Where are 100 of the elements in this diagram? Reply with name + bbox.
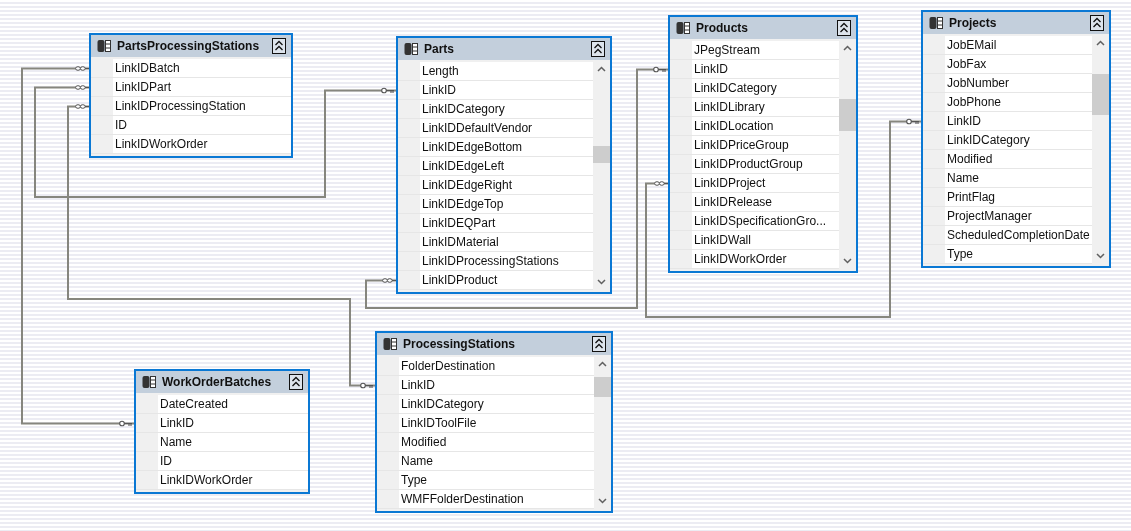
column-name: JobPhone xyxy=(947,95,1002,109)
column-name: LinkIDCategory xyxy=(401,397,484,411)
column-name: ProjectManager xyxy=(947,209,1032,223)
column-name: ID xyxy=(115,118,127,132)
column-row xyxy=(670,250,839,269)
column-name: LinkIDWall xyxy=(694,233,751,247)
column-name: FolderDestination xyxy=(401,359,496,373)
column-name: Length xyxy=(422,64,459,78)
column-row xyxy=(398,119,593,138)
column-name: LinkIDSpecificationGro... xyxy=(694,214,827,228)
column-row xyxy=(377,376,594,395)
column-row xyxy=(923,93,1092,112)
column-name: LinkIDProject xyxy=(694,176,766,190)
column-row xyxy=(670,79,839,98)
column-name: DateCreated xyxy=(160,397,229,411)
column-name: LinkIDCategory xyxy=(694,81,777,95)
column-row xyxy=(670,174,839,193)
table-title: WorkOrderBatches xyxy=(162,375,272,389)
column-row xyxy=(923,188,1092,207)
column-name: LinkIDRelease xyxy=(694,195,773,209)
column-row xyxy=(377,471,594,490)
column-name: LinkIDWorkOrder xyxy=(160,473,253,487)
relationship-line xyxy=(21,66,135,427)
column-row xyxy=(398,138,593,157)
table-title: Projects xyxy=(949,16,997,30)
column-name: LinkIDEQPart xyxy=(422,216,496,230)
column-name: LinkIDMaterial xyxy=(422,235,499,249)
column-name: JPegStream xyxy=(694,43,761,57)
column-row xyxy=(377,490,594,509)
column-row xyxy=(377,433,594,452)
table-box xyxy=(396,36,612,294)
column-row xyxy=(670,136,839,155)
column-row xyxy=(398,271,593,290)
column-name: LinkIDPart xyxy=(115,80,172,94)
column-row xyxy=(670,231,839,250)
column-name: LinkID xyxy=(160,416,194,430)
column-name: JobFax xyxy=(947,57,987,71)
column-name: LinkIDEdgeBottom xyxy=(422,140,523,154)
column-name: Name xyxy=(160,435,192,449)
column-row xyxy=(377,414,594,433)
table-title: Products xyxy=(696,21,748,35)
column-name: LinkIDWorkOrder xyxy=(115,137,208,151)
column-name: LinkIDCategory xyxy=(947,133,1030,147)
column-row xyxy=(398,214,593,233)
column-row xyxy=(670,41,839,60)
column-row xyxy=(398,62,593,81)
column-name: Type xyxy=(401,473,427,487)
column-name: LinkIDEdgeTop xyxy=(422,197,504,211)
column-row xyxy=(136,395,308,414)
column-row xyxy=(923,74,1092,93)
table-box xyxy=(89,33,293,158)
column-name: ScheduledCompletionDate xyxy=(947,228,1090,242)
column-name: ID xyxy=(160,454,172,468)
column-row xyxy=(91,116,291,135)
column-row xyxy=(923,112,1092,131)
column-name: LinkID xyxy=(422,83,456,97)
column-row xyxy=(923,55,1092,74)
column-name: LinkIDLibrary xyxy=(694,100,765,114)
column-row xyxy=(923,169,1092,188)
column-name: LinkIDEdgeLeft xyxy=(422,159,505,173)
column-row xyxy=(377,395,594,414)
table-box xyxy=(668,15,858,273)
column-row xyxy=(91,78,291,97)
column-name: LinkIDWorkOrder xyxy=(694,252,787,266)
table-box xyxy=(375,331,613,513)
column-row xyxy=(91,97,291,116)
column-row xyxy=(923,36,1092,55)
table-box xyxy=(921,10,1111,268)
column-row xyxy=(670,155,839,174)
column-name: JobEMail xyxy=(947,38,997,52)
column-row xyxy=(377,357,594,376)
column-row xyxy=(136,452,308,471)
relationship-line xyxy=(67,104,376,389)
column-row xyxy=(398,233,593,252)
column-name: LinkIDProduct xyxy=(422,273,498,287)
column-row xyxy=(91,59,291,78)
column-row xyxy=(670,193,839,212)
relationship-line xyxy=(365,66,669,309)
column-name: LinkIDProcessingStations xyxy=(422,254,559,268)
relationship-line xyxy=(34,85,397,198)
column-row xyxy=(136,471,308,490)
column-name: LinkIDToolFile xyxy=(401,416,477,430)
column-row xyxy=(398,176,593,195)
column-row xyxy=(923,207,1092,226)
column-name: LinkID xyxy=(947,114,981,128)
table-box xyxy=(134,369,310,494)
column-name: Type xyxy=(947,247,973,261)
table-title: Parts xyxy=(424,42,455,56)
column-name: Modified xyxy=(947,152,993,166)
column-name: LinkIDLocation xyxy=(694,119,774,133)
column-row xyxy=(398,252,593,271)
column-name: PrintFlag xyxy=(947,190,996,204)
column-row xyxy=(923,226,1092,245)
column-row xyxy=(923,131,1092,150)
table-title: ProcessingStations xyxy=(403,337,516,351)
column-name: LinkIDEdgeRight xyxy=(422,178,513,192)
column-name: LinkID xyxy=(401,378,435,392)
column-row xyxy=(670,98,839,117)
column-row xyxy=(670,60,839,79)
column-row xyxy=(670,117,839,136)
